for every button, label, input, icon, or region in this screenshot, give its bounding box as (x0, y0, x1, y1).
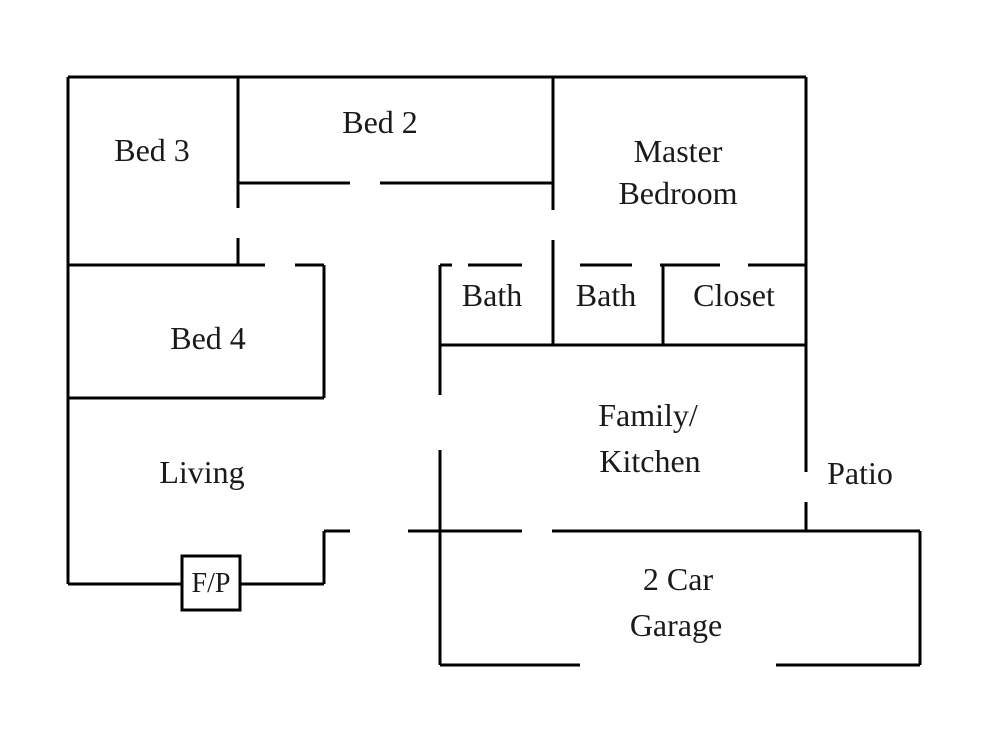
fireplace: F/P (180, 554, 242, 612)
bath-walls (438, 240, 806, 395)
room-label-patio: Patio (827, 455, 893, 491)
outer-walls (66, 75, 808, 586)
room-label-garage-line1: 2 Car (643, 561, 714, 597)
bedroom-walls (68, 77, 555, 400)
room-label-bath1: Bath (462, 277, 522, 313)
family-garage-walls (324, 450, 922, 667)
room-label-family-line2: Kitchen (599, 443, 700, 479)
room-label-living: Living (159, 454, 244, 490)
room-label-bed4: Bed 4 (170, 320, 246, 356)
room-label-bed2: Bed 2 (342, 104, 418, 140)
room-label-garage-line2: Garage (630, 607, 722, 643)
room-label-family-line1: Family/ (598, 397, 698, 433)
room-label-master-line2: Bedroom (618, 175, 737, 211)
fireplace-label: F/P (192, 568, 231, 599)
fireplace-box (180, 554, 242, 612)
room-label-closet: Closet (693, 277, 775, 313)
room-label-bath2: Bath (576, 277, 636, 313)
room-label-bed3: Bed 3 (114, 132, 190, 168)
room-label-master-line1: Master (634, 133, 723, 169)
room-labels: Bed 3 Bed 2 Master Bedroom Bed 4 Bath Ba… (114, 104, 893, 643)
